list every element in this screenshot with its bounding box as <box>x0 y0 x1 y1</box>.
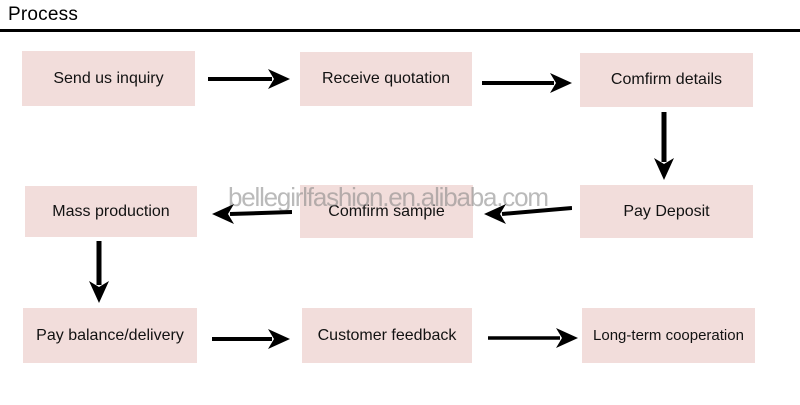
arrow-right-icon <box>212 327 290 351</box>
flow-step-pay-balance-delivery: Pay balance/delivery <box>23 308 197 363</box>
flow-step-comfirm-details: Comfirm details <box>580 53 753 107</box>
arrow-left-icon <box>484 200 572 224</box>
flow-step-long-term-cooperation: Long-term cooperation <box>582 308 755 363</box>
flow-step-mass-production: Mass production <box>25 186 197 237</box>
title-divider <box>0 29 800 32</box>
arrow-right-icon <box>482 71 572 95</box>
arrow-left-icon <box>212 202 292 226</box>
flow-step-send-us-inquiry: Send us inquiry <box>22 51 195 106</box>
arrow-right-icon <box>208 67 290 91</box>
flow-step-pay-deposit: Pay Deposit <box>580 185 753 238</box>
flow-step-comfirm-sampie: Comfirm sampie <box>300 185 473 238</box>
flow-step-customer-feedback: Customer feedback <box>302 308 472 363</box>
flow-step-receive-quotation: Receive quotation <box>300 52 472 106</box>
page-title: Process <box>8 4 79 25</box>
arrow-down-icon <box>652 112 676 180</box>
arrow-down-icon <box>87 241 111 303</box>
arrow-right-icon <box>488 326 578 350</box>
